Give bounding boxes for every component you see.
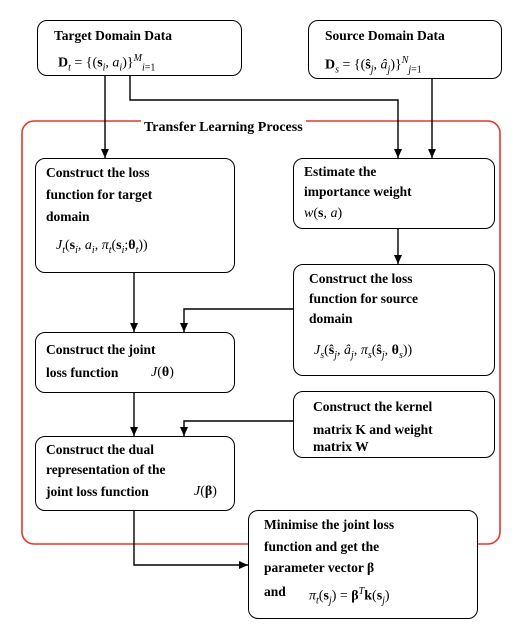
transfer-learning-region-label: Transfer Learning Process — [141, 120, 306, 136]
kernel-matrix-line-1: Construct the kernel — [313, 399, 433, 414]
target-loss-formula: Jt(si, ai, πt(si;θt)) — [56, 238, 148, 256]
kernel-matrix-line-3: matrix W — [313, 439, 369, 454]
kernel-matrix-box: Construct the kernel matrix K and weight… — [293, 391, 495, 458]
source-domain-data-formula: Ds = {(ŝj, âj)}Nj=1 — [325, 55, 422, 76]
edge-kernel-matrix-to-dual-representation — [180, 420, 293, 436]
importance-weight-formula: w(s, a) — [304, 206, 343, 221]
joint-loss-line-2: loss function — [46, 365, 119, 380]
source-loss-line-3: domain — [309, 311, 353, 326]
minimise-formula: πt(sj) = βTk(sj) — [309, 586, 390, 607]
target-domain-data-title: Target Domain Data — [54, 28, 172, 43]
importance-weight-box: Estimate the importance weight w(s, a) — [293, 158, 495, 229]
source-loss-line-1: Construct the loss — [309, 271, 413, 286]
dual-representation-formula: J(β) — [194, 484, 217, 499]
target-loss-line-1: Construct the loss — [46, 165, 150, 180]
dual-representation-line-1: Construct the dual — [46, 442, 155, 457]
source-loss-formula: Js(ŝj, âj, πs(ŝj, θs)) — [314, 343, 413, 361]
kernel-matrix-line-2: matrix K and weight — [313, 422, 433, 437]
joint-loss-formula: J(θ) — [151, 365, 174, 380]
target-loss-box: Construct the loss function for target d… — [35, 158, 235, 273]
dual-representation-line-2: representation of the — [46, 462, 166, 477]
edge-dual-representation-to-minimise — [133, 511, 248, 569]
minimise-box: Minimise the joint loss function and get… — [248, 510, 478, 619]
minimise-line-4: and — [264, 584, 286, 599]
source-domain-data-title: Source Domain Data — [325, 28, 445, 43]
minimise-line-1: Minimise the joint loss — [264, 517, 395, 532]
minimise-line-2: function and get the — [264, 539, 380, 554]
target-loss-line-2: function for target — [46, 187, 153, 202]
source-domain-data-box: Source Domain Data Ds = {(ŝj, âj)}Nj=1 — [308, 20, 502, 79]
edge-source-loss-to-joint-loss — [180, 308, 293, 332]
joint-loss-box: Construct the joint loss function J(θ) — [35, 332, 235, 393]
joint-loss-line-1: Construct the joint — [46, 342, 156, 357]
importance-weight-line-1: Estimate the — [304, 164, 377, 179]
source-loss-line-2: function for source — [309, 291, 418, 306]
target-domain-data-formula: Dt = {(si, ai)}Mi=1 — [58, 53, 156, 74]
target-loss-line-3: domain — [46, 209, 90, 224]
source-loss-box: Construct the loss function for source d… — [293, 264, 495, 376]
importance-weight-line-2: importance weight — [304, 184, 412, 199]
minimise-line-3: parameter vector β — [264, 560, 375, 575]
edge-target-data-to-importance-weight — [129, 76, 402, 158]
dual-representation-box: Construct the dual representation of the… — [35, 436, 235, 511]
dual-representation-line-3: joint loss function — [46, 484, 149, 499]
target-domain-data-box: Target Domain Data Dt = {(si, ai)}Mi=1 — [37, 20, 242, 76]
